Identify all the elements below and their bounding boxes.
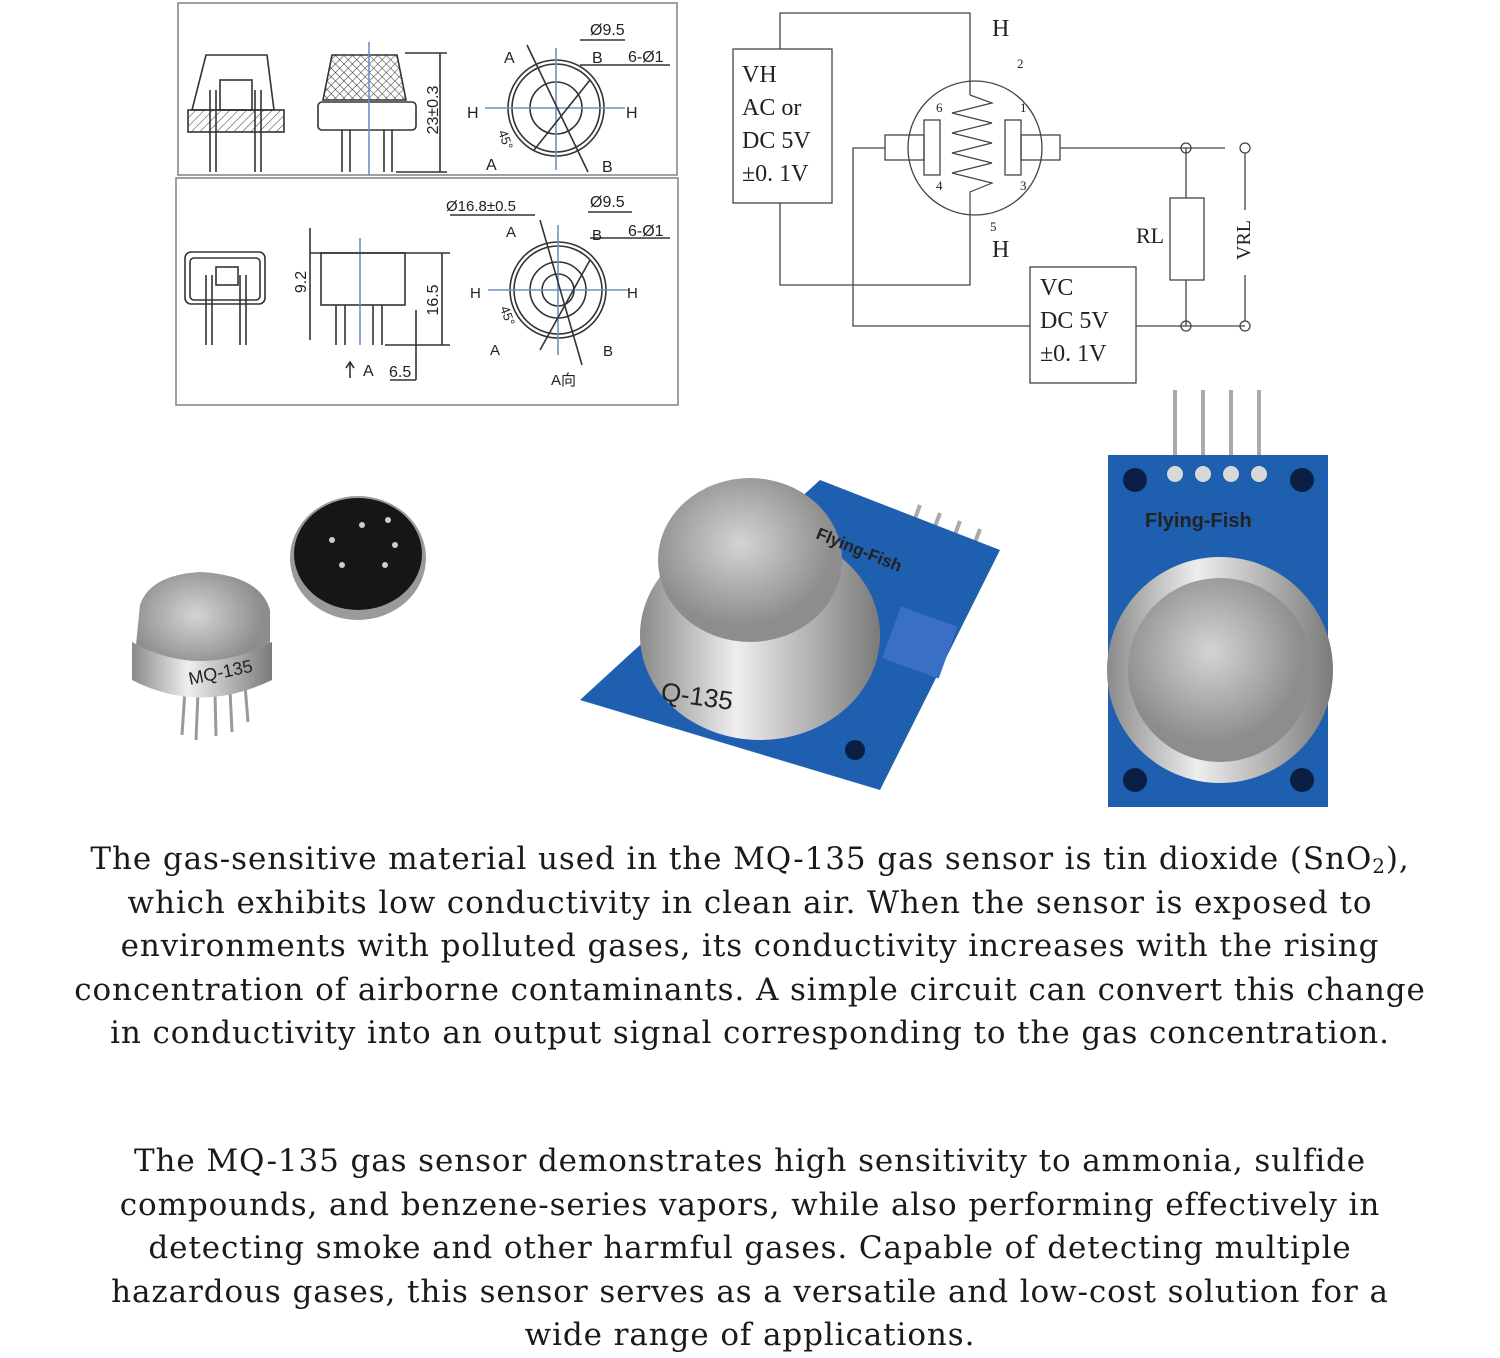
mark-h: H — [470, 285, 481, 302]
description-paragraph-2: The MQ-135 gas sensor demonstrates high … — [0, 1140, 1500, 1358]
pin-1-label: 1 — [1020, 100, 1027, 115]
mark-a: A — [490, 342, 500, 359]
description-paragraph-1: The gas-sensitive material used in the M… — [0, 838, 1500, 1056]
mark-b: B — [602, 159, 613, 176]
product-photos: MQ-135 Flying-Fish Q-135 Flying-Fish — [132, 390, 1333, 807]
vh-dc-label: DC 5V — [742, 128, 811, 154]
height2-label: 16.5 — [425, 284, 442, 315]
bare-sensor-photo: MQ-135 — [132, 572, 272, 741]
vh-ac-label: AC or — [742, 95, 801, 121]
pin-5-label: 5 — [990, 219, 997, 234]
load-resistor-label: RL — [1136, 223, 1164, 248]
text-line: environments with polluted gases, its co… — [120, 928, 1380, 964]
vh-tolerance-label: ±0. 1V — [742, 161, 809, 187]
text-line: The gas-sensitive material used in the M… — [0, 838, 1500, 882]
text-line: The MQ-135 gas sensor demonstrates high … — [133, 1143, 1367, 1179]
test-circuit: VH AC or DC 5V ±0. 1V VC DC 5V ±0. 1V H … — [732, 12, 1255, 384]
text-line: concentration of airborne contaminants. … — [74, 971, 1426, 1008]
bottom-side-view — [309, 228, 450, 381]
angled-module-photo: Flying-Fish Q-135 — [580, 478, 1000, 790]
mark-b: B — [592, 50, 603, 67]
vc-dc-label: DC 5V — [1040, 308, 1109, 334]
dia-label: Ø9.5 — [590, 194, 625, 211]
text-line: compounds, and benzene-series vapors, wh… — [119, 1186, 1381, 1223]
pin-length-label: 6.5 — [389, 364, 411, 381]
text-segment: ), — [1385, 841, 1410, 877]
angle-label: 45° — [497, 304, 518, 328]
pin-3-label: 3 — [1020, 178, 1027, 193]
top-section-view — [187, 54, 285, 172]
outer-dia-label: Ø16.8±0.5 — [446, 198, 516, 215]
mark-h: H — [467, 105, 479, 122]
mark-b: B — [592, 227, 602, 244]
text-line: wide range of applications. — [524, 1317, 976, 1353]
height-label: 23±0.3 — [425, 85, 442, 134]
mark-a: A — [506, 224, 516, 241]
mark-h: H — [626, 105, 638, 122]
dia-label: Ø9.5 — [590, 22, 625, 39]
mark-a: A — [486, 157, 497, 174]
bottom-section-view — [184, 251, 266, 345]
text-segment: The gas-sensitive material used in the M… — [90, 841, 1373, 877]
view-arrow-label: A — [363, 363, 374, 380]
mark-h: H — [627, 285, 638, 302]
vc-tolerance-label: ±0. 1V — [1040, 341, 1107, 367]
angle-label: 45° — [495, 128, 516, 152]
pin-2-label: 2 — [1017, 56, 1024, 71]
text-line: in conductivity into an output signal co… — [110, 1015, 1390, 1051]
pin-label: 6-Ø1 — [628, 223, 664, 240]
dimension-drawing: 23±0.3 Ø9.5 6-Ø1 A B H H A B 45° 9.2 16. — [175, 2, 679, 406]
text-line: which exhibits low conductivity in clean… — [127, 884, 1373, 921]
top-side-view — [317, 42, 447, 175]
text-line: detecting smoke and other harmful gases.… — [148, 1230, 1352, 1266]
mark-a: A — [504, 50, 515, 67]
view-label: A向 — [551, 372, 576, 389]
text-line: hazardous gases, this sensor serves as a… — [111, 1273, 1389, 1310]
height1-label: 9.2 — [293, 271, 310, 293]
pin-label: 6-Ø1 — [628, 49, 664, 66]
pin-4-label: 4 — [936, 178, 943, 193]
heater-top-label: H — [992, 16, 1009, 42]
heater-bottom-label: H — [992, 237, 1009, 263]
vc-label: VC — [1040, 275, 1073, 301]
pin-6-label: 6 — [936, 100, 943, 115]
bottom-pin-view — [450, 211, 670, 366]
vertical-module-photo: Flying-Fish — [1107, 390, 1333, 807]
subscript: 2 — [1372, 854, 1386, 878]
mark-b: B — [603, 343, 613, 360]
vh-label: VH — [742, 62, 777, 88]
top-pin-view — [485, 39, 670, 173]
output-voltage-label: VRL — [1233, 220, 1255, 260]
vertical-module-brand-label: Flying-Fish — [1145, 510, 1252, 532]
sensor-bottom-photo — [290, 496, 426, 620]
